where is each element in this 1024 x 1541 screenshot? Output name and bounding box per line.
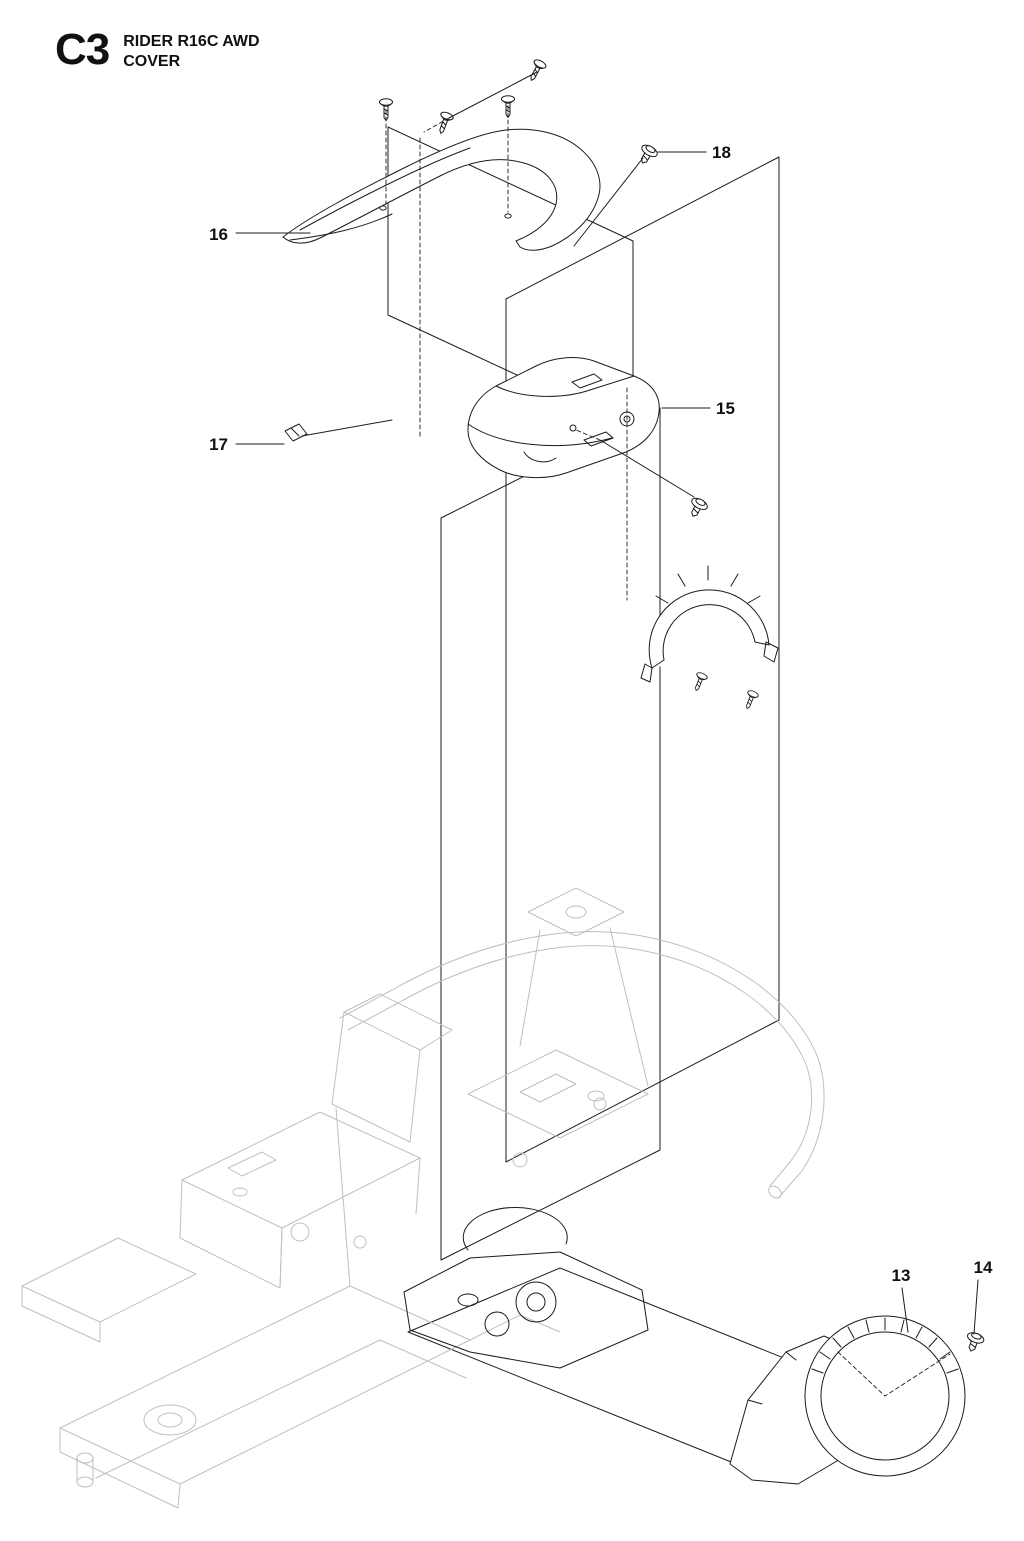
clamp-lug-left xyxy=(640,663,653,683)
axle-hub xyxy=(143,1404,197,1436)
screw-18-guide xyxy=(573,157,644,247)
rear-mount-bracket xyxy=(403,1207,649,1369)
model-title: RIDER R16C AWD xyxy=(123,33,260,50)
mount-plate xyxy=(403,1251,649,1369)
projection-planes xyxy=(387,126,909,1473)
screw-part15-icon xyxy=(684,495,710,521)
screw-icon xyxy=(434,110,455,137)
frame-deck-edge xyxy=(59,1427,181,1509)
part-16-outline xyxy=(282,128,601,251)
frame-hole-2 xyxy=(232,1187,248,1197)
clamp-outer-arc xyxy=(648,589,770,669)
callout-17: 17 xyxy=(209,435,228,454)
frame-hole-1 xyxy=(290,1222,310,1242)
mount-hole-small xyxy=(484,1311,510,1337)
part-13-flange-lines xyxy=(747,1351,797,1405)
steering-column xyxy=(331,1011,421,1143)
seat-plate-slot xyxy=(519,1073,577,1103)
frame-hole-5 xyxy=(353,1235,367,1249)
frame-hole-4 xyxy=(593,1097,607,1111)
part-17-clip xyxy=(284,419,393,442)
part-13-vent-slots xyxy=(811,1317,959,1374)
axle-hub-inner xyxy=(157,1412,183,1428)
page-header: C3 RIDER R16C AWD COVER xyxy=(55,28,260,72)
frame-hole-3 xyxy=(512,1152,528,1168)
steering-column-top xyxy=(343,993,453,1051)
callout-labels: 16 17 18 15 13 14 xyxy=(209,143,993,1285)
pivot-pin-bottom xyxy=(76,1476,94,1488)
fasteners xyxy=(379,57,986,1355)
screw-15-guide-dash xyxy=(575,429,601,441)
section-code: C3 xyxy=(55,25,110,74)
handlebar-tube-outer xyxy=(391,931,825,1197)
callout-leaders xyxy=(235,151,979,1335)
foot-plate xyxy=(21,1237,197,1323)
part-15-slot-front xyxy=(583,431,614,447)
leader-14 xyxy=(973,1279,979,1335)
seat-support-lines xyxy=(519,927,649,1087)
callout-14: 14 xyxy=(974,1258,993,1277)
part-13-rim-circle xyxy=(820,1331,950,1461)
clamp-part xyxy=(640,565,779,683)
pivot-pin-body xyxy=(76,1457,94,1483)
screw-15-guide xyxy=(599,439,695,498)
rear-box-slot xyxy=(227,1151,277,1177)
clamp-slots xyxy=(655,565,761,604)
callout-15: 15 xyxy=(716,399,735,418)
callout-18: 18 xyxy=(712,143,731,162)
part-13-center-dash xyxy=(837,1351,951,1397)
seat-plate-hole xyxy=(587,1090,605,1102)
clamp-bolt-icon xyxy=(741,688,760,712)
guide-lines xyxy=(385,71,695,601)
clamp-bolt-icon xyxy=(690,670,709,694)
projection-plane-right xyxy=(505,156,780,1163)
mount-hole-large-inner xyxy=(526,1292,546,1312)
part-15-slot-top xyxy=(571,373,603,389)
header-titles: RIDER R16C AWD COVER xyxy=(123,28,259,72)
part-17-detail xyxy=(290,427,300,437)
part-16-cover xyxy=(282,128,601,251)
handlebar-cap xyxy=(768,1185,782,1199)
section-title: COVER xyxy=(123,53,181,70)
frame-deck xyxy=(59,1285,471,1485)
clamp-lug-right xyxy=(763,641,779,663)
part-15-screw-hole xyxy=(569,424,577,432)
handlebar-tube-inner xyxy=(397,945,813,1187)
screw-icon xyxy=(525,57,548,84)
part-15-cover xyxy=(467,357,660,479)
handlebar-end xyxy=(339,989,399,1031)
frame-brace-2 xyxy=(469,1314,561,1341)
part-15-notch xyxy=(523,451,557,463)
part-17-link-line xyxy=(301,419,393,437)
part-15-rim-line xyxy=(495,375,635,397)
clamp-ends xyxy=(651,641,770,669)
seat-bracket-hole xyxy=(565,905,587,919)
chassis-ghost-drawing xyxy=(21,887,825,1509)
pivot-pin-top xyxy=(76,1452,94,1464)
seat-bracket xyxy=(527,887,625,937)
foot-plate-edge xyxy=(21,1285,101,1343)
guide-dash-top xyxy=(423,117,450,133)
mount-arc-piece xyxy=(462,1207,568,1251)
seat-plate xyxy=(467,1049,649,1139)
mount-slot xyxy=(457,1293,479,1307)
callout-13: 13 xyxy=(892,1266,911,1285)
part-13-cover xyxy=(729,1315,966,1485)
part-15-outline xyxy=(467,357,660,479)
rear-box-side xyxy=(179,1179,283,1289)
frame-deck-rail xyxy=(95,1339,467,1479)
part-16-edge-line xyxy=(289,213,393,241)
leader-13 xyxy=(901,1287,909,1333)
part-16-screw-hole-right xyxy=(504,213,512,219)
part-16-screw-hole-left xyxy=(379,205,387,211)
callout-16: 16 xyxy=(209,225,228,244)
rear-box-edges xyxy=(279,1157,421,1289)
part-15-front-line xyxy=(467,423,613,447)
mount-hole-large xyxy=(515,1281,557,1323)
guide-line-top xyxy=(448,71,538,119)
part-16-fold-line xyxy=(299,147,471,231)
clamp-inner-arc xyxy=(662,604,756,661)
frame-brace-1 xyxy=(335,1107,351,1287)
